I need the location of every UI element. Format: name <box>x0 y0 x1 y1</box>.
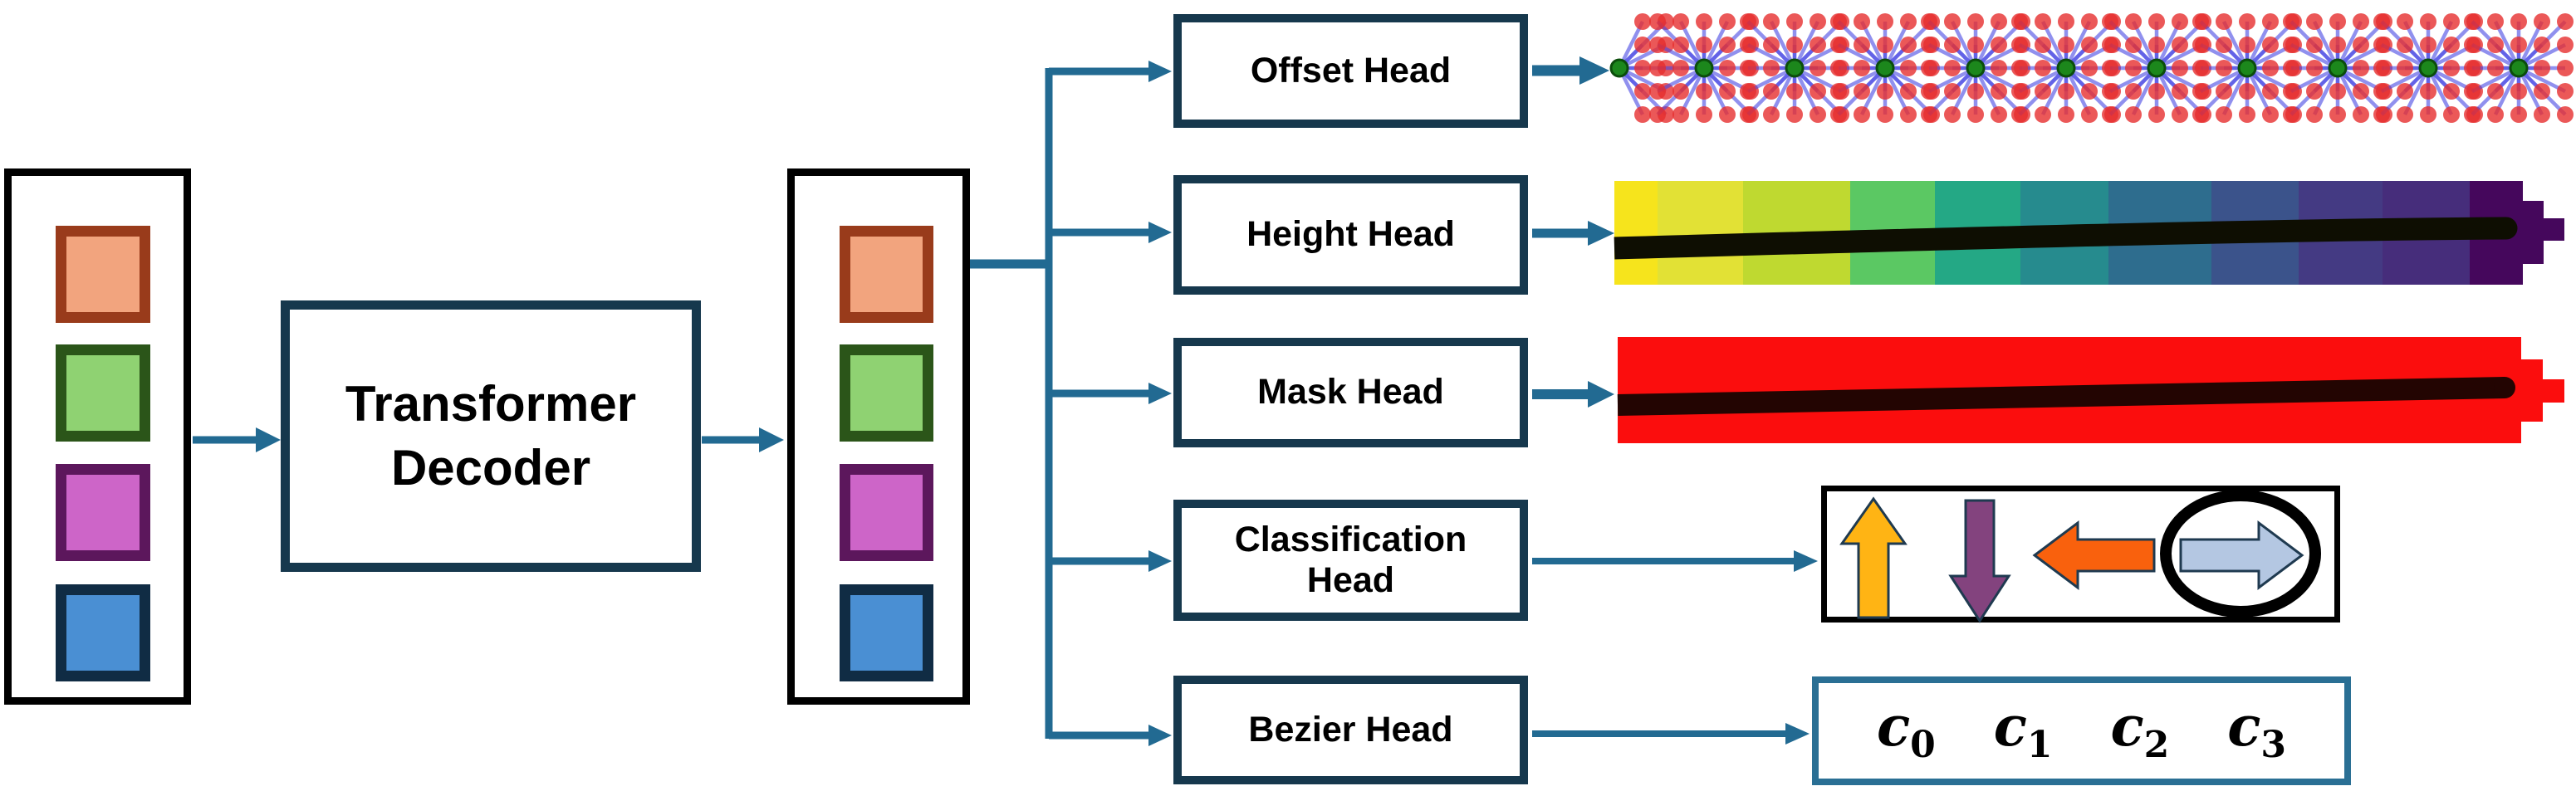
decoder-label-line1: Transformer <box>345 375 637 432</box>
token-square-green <box>56 344 150 442</box>
offset-unit <box>1921 13 2030 123</box>
class-arrow-down <box>1948 499 2011 623</box>
bezier-coefficient: c0 <box>1876 693 1936 766</box>
arrowhead <box>759 427 784 452</box>
query-token-stack <box>787 168 970 705</box>
offset-center-dot <box>2509 58 2529 78</box>
head-label: Bezier Head <box>1248 709 1453 749</box>
bezier-coefficient: c3 <box>2227 693 2286 766</box>
token-square-blue <box>56 584 150 681</box>
head-box-offset: Offset Head <box>1173 14 1528 128</box>
token-square-green <box>840 344 933 442</box>
offset-unit <box>2464 13 2574 123</box>
offset-center-dot <box>1875 58 1895 78</box>
classification-arrows <box>1839 490 2321 623</box>
class-arrow-up <box>1839 496 1908 619</box>
arrowhead <box>1148 383 1172 404</box>
height-centerline-cap <box>2495 217 2518 240</box>
offset-vector-grid <box>1609 13 2574 123</box>
class-arrow-right <box>2179 520 2304 590</box>
head-box-bezier: Bezier Head <box>1173 676 1528 784</box>
arrowhead <box>1148 222 1172 243</box>
token-square-orange <box>56 226 150 323</box>
arrowhead <box>1148 61 1172 82</box>
arrowhead <box>1588 221 1614 246</box>
head-box-height: Height Head <box>1173 175 1528 295</box>
head-label: Classification Head <box>1234 519 1467 600</box>
mask-bar <box>1617 337 2564 443</box>
arrowhead <box>1148 725 1172 746</box>
offset-center-dot <box>2418 58 2438 78</box>
arrowhead <box>1785 723 1810 745</box>
transformer-decoder-box: Transformer Decoder <box>281 300 701 572</box>
height-centerline <box>1614 217 2507 260</box>
token-square-magenta <box>840 464 933 561</box>
token-square-orange <box>840 226 933 323</box>
arrowhead <box>256 427 281 452</box>
bezier-output-box: c0 c1 c2 c3 <box>1812 676 2351 785</box>
offset-center-dot <box>2056 58 2076 78</box>
arrowhead <box>1579 56 1609 85</box>
height-segment <box>1614 181 1658 285</box>
mask-centerline <box>1617 377 2505 416</box>
height-end-step <box>2523 201 2544 264</box>
bezier-coefficient: c1 <box>1993 693 2053 766</box>
height-segment <box>1658 181 1743 285</box>
offset-unit <box>2102 13 2211 123</box>
decoder-label-line2: Decoder <box>390 439 591 496</box>
token-square-magenta <box>56 464 150 561</box>
offset-center-dot <box>1694 58 1714 78</box>
head-label: Height Head <box>1246 214 1455 255</box>
head-box-mask: Mask Head <box>1173 338 1528 447</box>
offset-center-dot <box>2147 58 2167 78</box>
class-arrow-left <box>2032 520 2156 590</box>
mask-end-step <box>2521 359 2543 422</box>
offset-center-dot <box>1785 58 1805 78</box>
offset-center-dot <box>1966 58 1986 78</box>
arrowhead <box>1148 550 1172 572</box>
head-label: Offset Head <box>1250 50 1452 90</box>
arrowhead <box>1588 381 1614 408</box>
head-label: Mask Head <box>1257 372 1444 413</box>
input-token-stack <box>4 168 191 705</box>
token-square-blue <box>840 584 933 681</box>
height-colorbar <box>1614 181 2564 285</box>
offset-center-dot <box>1609 58 1629 78</box>
arrowhead <box>1794 550 1818 572</box>
selected-class-ring <box>2160 490 2321 618</box>
offset-unit <box>2011 13 2121 123</box>
mask-centerline-cap <box>2494 377 2515 398</box>
bezier-coefficient: c2 <box>2110 693 2170 766</box>
offset-center-dot <box>2237 58 2257 78</box>
height-end-bump <box>2544 218 2564 241</box>
mask-end-bump <box>2543 379 2564 403</box>
head-box-classification: Classification Head <box>1173 500 1528 621</box>
offset-center-dot <box>2328 58 2348 78</box>
